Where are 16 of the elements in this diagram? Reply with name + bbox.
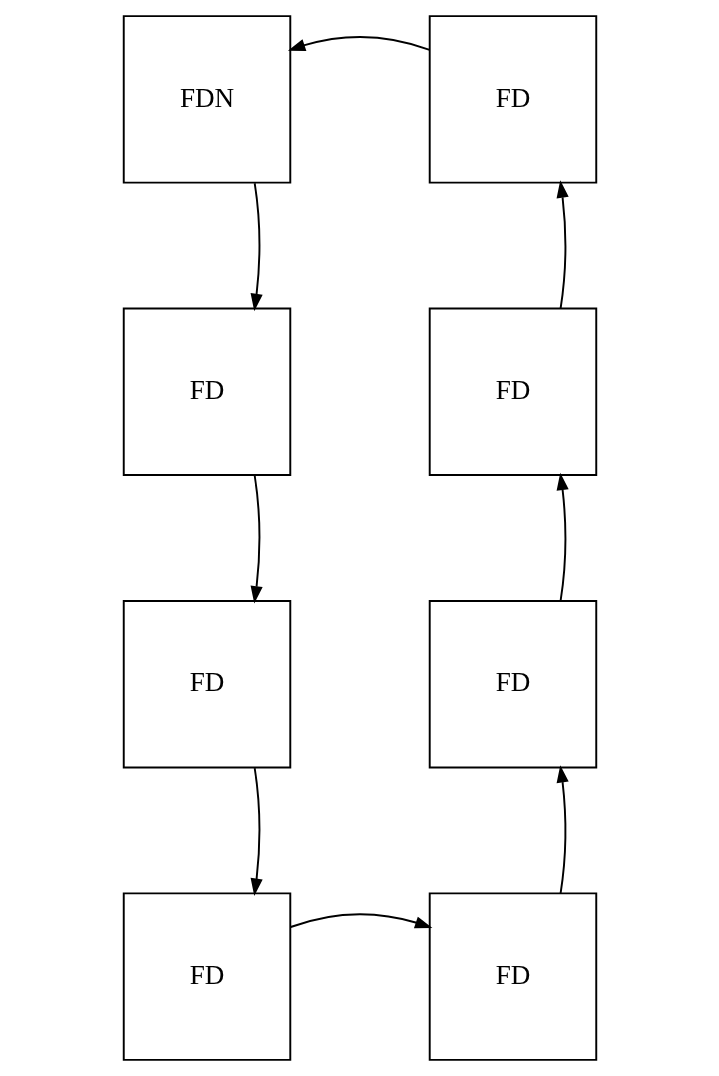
arrow bbox=[556, 472, 569, 602]
node-box: FD bbox=[428, 15, 597, 184]
node-box: FD bbox=[428, 599, 597, 769]
arrow bbox=[289, 913, 432, 929]
node-box: FDN bbox=[122, 15, 291, 184]
node-box: FD bbox=[428, 892, 597, 1061]
arrow bbox=[250, 767, 263, 896]
arrow bbox=[250, 182, 263, 312]
node-box: FD bbox=[122, 307, 291, 477]
node-box: FD bbox=[428, 307, 597, 477]
node-box: FD bbox=[122, 892, 291, 1061]
arrow bbox=[250, 474, 263, 604]
node-box: FD bbox=[122, 599, 291, 769]
arrow bbox=[556, 765, 569, 895]
arrow bbox=[556, 180, 569, 310]
arrow bbox=[287, 36, 431, 51]
